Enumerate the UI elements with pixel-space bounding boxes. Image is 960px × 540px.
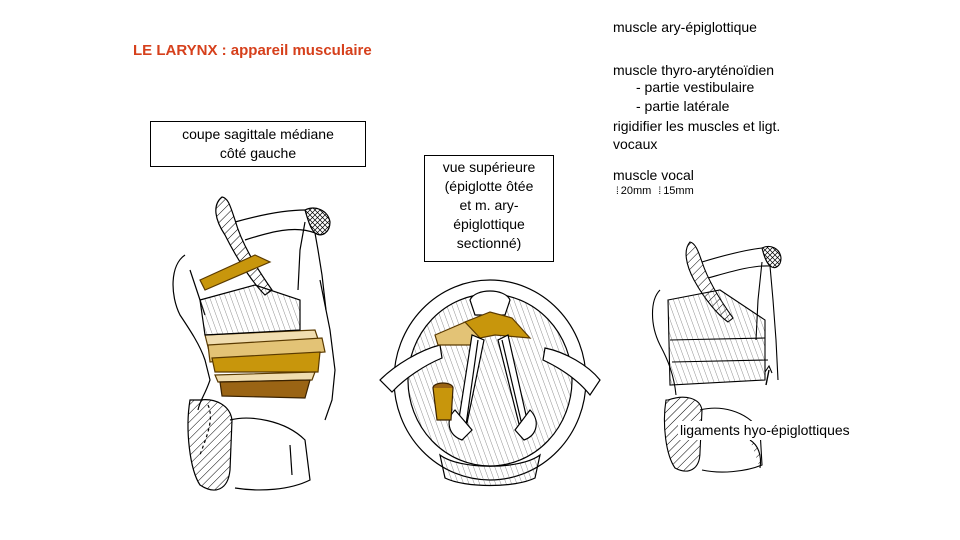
legend-ary-epiglottique: muscle ary-épiglottique [613, 19, 757, 35]
male-figure-icon: ⁞ [616, 186, 619, 197]
box-superior-line3: et m. ary- [459, 197, 519, 213]
superior-view-drawing [379, 279, 601, 487]
box-sagittal-line1: coupe sagittale médiane [182, 126, 334, 142]
muscle-sectionne-superior [432, 387, 454, 421]
box-sagittal-line2: côté gauche [219, 145, 297, 161]
box-superior-line1: vue supérieure [442, 159, 536, 175]
legend-muscle-vocal: muscle vocal [613, 167, 694, 183]
size-female: 15mm [663, 185, 694, 197]
label-ligaments: ligaments hyo-épiglottiques [678, 421, 852, 440]
sagittal-section-drawing [172, 196, 336, 491]
legend-rigidifier: rigidifier les muscles et ligt. [613, 118, 781, 134]
box-coupe-sagittale: coupe sagittale médiane côté gauche [150, 121, 366, 167]
page-title: LE LARYNX : appareil musculaire [133, 42, 372, 59]
muscle-ary-epiglottique-sagittal [199, 254, 272, 291]
box-superior-line4: épiglottique [453, 216, 525, 232]
box-vue-superieure: vue supérieure (épiglotte ôtée et m. ary… [424, 155, 554, 262]
muscle-vocal-sagittal [219, 379, 311, 399]
muscle-thyro-arytenoidien-sagittal [211, 351, 321, 373]
legend-partie-laterale: - partie latérale [636, 98, 730, 114]
size-male: 20mm [620, 185, 652, 197]
muscle-vocal-sizes: ⁞20mm ⁞15mm [616, 185, 694, 197]
legend-partie-vestibulaire: - partie vestibulaire [636, 79, 755, 95]
legend-thyro-arytenoidien: muscle thyro-aryténoïdien [613, 62, 775, 78]
box-superior-line5: sectionné) [456, 235, 522, 251]
legend-vocaux: vocaux [613, 136, 658, 152]
box-superior-line2: (épiglotte ôtée [444, 178, 534, 194]
female-figure-icon: ⁞ [658, 186, 662, 197]
